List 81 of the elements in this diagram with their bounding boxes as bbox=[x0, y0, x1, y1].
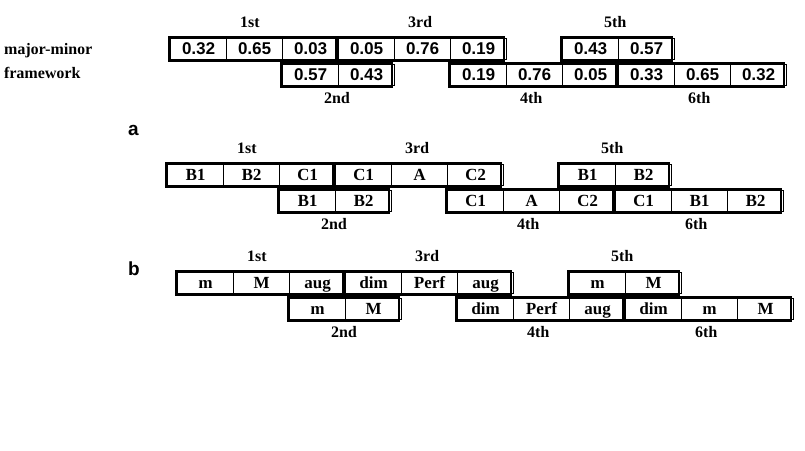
panel-letter: b bbox=[128, 258, 141, 282]
value-cell: C1 bbox=[615, 190, 672, 212]
interval-heading: 1st bbox=[240, 14, 260, 32]
interval-group-frame bbox=[175, 270, 344, 296]
interval-group-frame bbox=[557, 162, 670, 188]
interval-heading: 6th bbox=[695, 324, 718, 342]
interval-heading: 3rd bbox=[405, 140, 429, 158]
value-cell: 0.05 bbox=[338, 38, 395, 60]
interval-heading: 3rd bbox=[415, 248, 439, 266]
interval-group-frame bbox=[613, 188, 782, 214]
value-cell: Perf bbox=[513, 298, 570, 320]
value-cell: B1 bbox=[279, 190, 336, 212]
value-cell: B2 bbox=[615, 164, 672, 186]
value-cell: 0.32 bbox=[730, 64, 787, 86]
value-cell: dim bbox=[457, 298, 514, 320]
interval-group-frame bbox=[336, 36, 505, 62]
value-cell: 0.57 bbox=[282, 64, 339, 86]
value-cell: m bbox=[569, 272, 626, 294]
value-cell: B1 bbox=[167, 164, 224, 186]
value-cell: 0.43 bbox=[562, 38, 619, 60]
value-cell: B2 bbox=[335, 190, 392, 212]
interval-group-frame bbox=[455, 296, 624, 322]
value-cell: B1 bbox=[559, 164, 616, 186]
value-cell: B2 bbox=[223, 164, 280, 186]
value-cell: B1 bbox=[671, 190, 728, 212]
value-cell: m bbox=[681, 298, 738, 320]
value-cell: 0.19 bbox=[450, 38, 507, 60]
value-cell: m bbox=[289, 298, 346, 320]
value-cell: M bbox=[625, 272, 682, 294]
value-cell: C1 bbox=[447, 190, 504, 212]
value-cell: aug bbox=[457, 272, 514, 294]
interval-heading: 1st bbox=[247, 248, 267, 266]
value-cell: 0.57 bbox=[618, 38, 675, 60]
value-cell: 0.33 bbox=[618, 64, 675, 86]
value-cell: B2 bbox=[727, 190, 784, 212]
interval-heading: 6th bbox=[685, 216, 708, 234]
value-cell: dim bbox=[625, 298, 682, 320]
panel-letter: a bbox=[128, 118, 140, 142]
value-cell: 0.32 bbox=[170, 38, 227, 60]
interval-group-frame bbox=[287, 296, 400, 322]
value-cell: 0.65 bbox=[674, 64, 731, 86]
interval-heading: 5th bbox=[601, 140, 624, 158]
interval-heading: 4th bbox=[517, 216, 540, 234]
value-cell: C2 bbox=[447, 164, 504, 186]
value-cell: M bbox=[233, 272, 290, 294]
value-cell: 0.76 bbox=[394, 38, 451, 60]
interval-heading: 5th bbox=[611, 248, 634, 266]
value-cell: dim bbox=[345, 272, 402, 294]
interval-group-frame bbox=[165, 162, 334, 188]
value-cell: 0.43 bbox=[338, 64, 395, 86]
interval-group-frame bbox=[448, 62, 617, 88]
interval-group-frame bbox=[168, 36, 337, 62]
value-cell: M bbox=[345, 298, 402, 320]
interval-heading: 4th bbox=[520, 90, 542, 108]
interval-heading: 3rd bbox=[408, 14, 432, 32]
interval-heading: 5th bbox=[604, 14, 626, 32]
interval-group-frame bbox=[560, 36, 673, 62]
value-cell: A bbox=[391, 164, 448, 186]
interval-group-frame bbox=[333, 162, 502, 188]
interval-heading: 1st bbox=[237, 140, 257, 158]
interval-group-frame bbox=[623, 296, 792, 322]
value-cell: 0.65 bbox=[226, 38, 283, 60]
interval-group-frame bbox=[343, 270, 512, 296]
value-cell: 0.19 bbox=[450, 64, 507, 86]
value-cell: 0.76 bbox=[506, 64, 563, 86]
value-cell: A bbox=[503, 190, 560, 212]
interval-group-frame bbox=[280, 62, 393, 88]
row-label: major-minor framework bbox=[4, 40, 93, 84]
interval-heading: 4th bbox=[527, 324, 550, 342]
interval-group-frame bbox=[567, 270, 680, 296]
interval-heading: 6th bbox=[688, 90, 710, 108]
value-cell: M bbox=[737, 298, 794, 320]
value-cell: Perf bbox=[401, 272, 458, 294]
interval-group-frame bbox=[277, 188, 390, 214]
interval-heading: 2nd bbox=[331, 324, 357, 342]
interval-heading: 2nd bbox=[321, 216, 347, 234]
interval-group-frame bbox=[616, 62, 785, 88]
interval-heading: 2nd bbox=[324, 90, 350, 108]
value-cell: m bbox=[177, 272, 234, 294]
value-cell: C1 bbox=[335, 164, 392, 186]
interval-group-frame bbox=[445, 188, 614, 214]
